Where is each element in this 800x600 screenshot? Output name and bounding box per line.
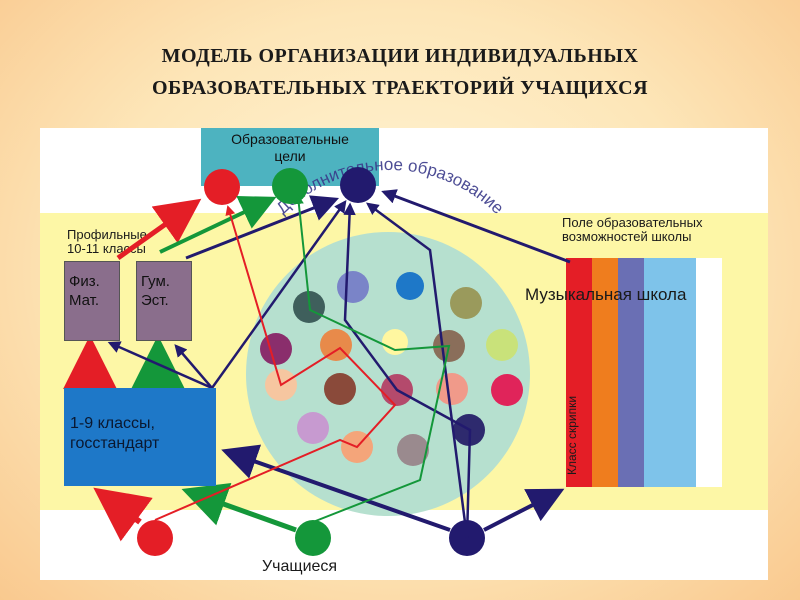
arrow-base-to-physmath-thin <box>107 341 213 390</box>
stripe-red <box>566 258 592 487</box>
arrow-music-to-goal-navy <box>381 189 571 264</box>
arrow-student-navy-to-base <box>221 444 451 532</box>
activity-dot <box>486 329 518 361</box>
arrow-physmath-to-goal-red <box>116 198 202 261</box>
arrow-humanities-to-goal-navy <box>185 195 340 260</box>
stripe-white <box>696 258 722 487</box>
path-navy-through-circle <box>343 202 472 539</box>
stripe-violet <box>618 258 644 487</box>
student-green-circle <box>295 520 331 556</box>
school-field-line-1: Поле образовательных <box>562 215 703 230</box>
path-red-through-circle <box>154 205 397 521</box>
base-classes-box: 1-9 классы, госстандарт <box>64 388 216 486</box>
stripe-lightblue <box>644 258 696 487</box>
goal-red-circle <box>204 169 240 205</box>
school-field-line-2: возможностей школы <box>562 229 692 244</box>
music-school-stripes <box>566 258 722 487</box>
arrow-student-green-to-base <box>181 482 297 533</box>
activity-dot <box>260 333 292 365</box>
base-line-1: 1-9 классы, <box>70 415 155 432</box>
activity-dot <box>397 434 429 466</box>
activity-dot <box>382 329 408 355</box>
activity-dot <box>324 373 356 405</box>
physmath-line-2: Мат. <box>69 292 100 309</box>
arrow-base-to-goal-navy <box>210 199 347 389</box>
humanities-line-2: Эст. <box>141 292 169 309</box>
page-title: МОДЕЛЬ ОРГАНИЗАЦИИ ИНДИВИДУАЛЬНЫХ ОБРАЗО… <box>0 40 800 104</box>
arrow-base-to-humanities-thin <box>174 344 213 389</box>
title-line-2: ОБРАЗОВАТЕЛЬНЫХ ТРАЕКТОРИЙ УЧАЩИХСЯ <box>151 77 649 99</box>
arrow-student-red-to-base <box>93 487 153 542</box>
base-line-2: госстандарт <box>70 435 160 452</box>
goal-navy-circle <box>340 167 376 203</box>
music-school-label: Музыкальная школа <box>525 285 687 304</box>
activity-dot <box>491 374 523 406</box>
students-label: Учащиеся <box>262 558 338 575</box>
path-green-through-circle <box>293 194 451 523</box>
title-line-1: МОДЕЛЬ ОРГАНИЗАЦИИ ИНДИВИДУАЛЬНЫХ <box>161 45 639 67</box>
stripe-orange <box>592 258 618 487</box>
profile-label-line-1: Профильные <box>67 227 147 242</box>
activity-dot <box>396 272 424 300</box>
student-red-circle <box>137 520 173 556</box>
activity-dot <box>436 373 468 405</box>
arrow-humanities-to-goal-green <box>159 196 277 254</box>
physmath-box: Физ. Мат. <box>64 261 120 341</box>
physmath-line-1: Физ. <box>69 273 100 290</box>
humanities-box: Гум. Эст. <box>136 261 192 341</box>
school-field-label: Поле образовательных возможностей школы <box>562 216 702 244</box>
activity-dot <box>450 287 482 319</box>
humanities-line-1: Гум. <box>141 273 170 290</box>
activity-dots <box>260 271 523 466</box>
goals-line-1: Образовательные <box>231 131 349 147</box>
goal-green-circle <box>272 168 308 204</box>
goals-line-2: цели <box>274 148 306 164</box>
violin-class-label: Класс скрипки <box>565 395 579 475</box>
arrow-student-navy-to-music <box>483 488 565 532</box>
path-navy-right <box>365 202 469 539</box>
activity-dot <box>297 412 329 444</box>
activity-dot <box>337 271 369 303</box>
